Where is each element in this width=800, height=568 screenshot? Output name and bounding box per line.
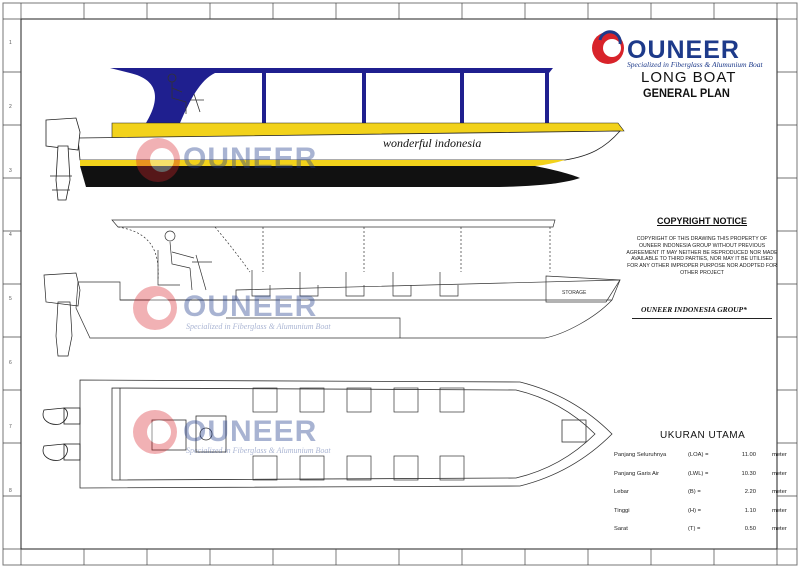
dimension-row: Tinggi (H) = 1.10 meter <box>614 508 787 527</box>
dim-abbr: (LOA) = <box>688 452 709 458</box>
gold-stripe <box>80 160 565 166</box>
brand-tagline: Specialized in Fiberglass & Alumunium Bo… <box>627 60 763 69</box>
copyright-org: OUNEER INDONESIA GROUP* <box>641 305 747 314</box>
brand-name: OUNEER <box>627 36 740 64</box>
outboard-motor <box>45 117 81 201</box>
section-roof <box>111 219 556 228</box>
section-outboard <box>43 272 81 357</box>
watermark-1-name: OUNEER <box>183 142 318 175</box>
drawing-title: LONG BOAT <box>641 69 737 86</box>
dim-name: Sarat <box>614 526 628 532</box>
border-mark: 3 <box>9 168 12 174</box>
border-mark: 6 <box>9 360 12 366</box>
plan-view <box>42 379 613 489</box>
dim-name: Panjang Seluruhnya <box>614 452 667 458</box>
helmsman-figure <box>167 73 204 114</box>
watermark-3-tagline: Specialized in Fiberglass & Alumunium Bo… <box>186 446 331 455</box>
section-seats <box>251 270 459 297</box>
dimension-row: Lebar (B) = 2.20 meter <box>614 489 787 508</box>
dim-name: Tinggi <box>614 507 630 514</box>
plan-hull-inner <box>111 387 596 481</box>
dim-name: Panjang Garis Air <box>614 470 660 477</box>
watermark-3-name: OUNEER <box>183 415 318 448</box>
profile-view <box>45 68 625 201</box>
topside-white <box>77 130 621 161</box>
plan-outboards <box>42 407 81 461</box>
section-helmsman <box>157 230 212 291</box>
roof-posts <box>262 73 549 123</box>
storage-label: STORAGE <box>562 290 587 296</box>
dim-unit: meter <box>772 526 787 532</box>
border-mark: 1 <box>9 40 12 46</box>
dim-abbr: (H) = <box>688 507 702 514</box>
dim-abbr: (B) = <box>688 489 701 495</box>
dimension-row: Panjang Garis Air (LWL) = 10.30 meter <box>614 471 787 490</box>
plan-helm-console <box>151 415 227 453</box>
watermark-logos <box>133 138 180 454</box>
dim-value: 0.50 <box>744 526 756 532</box>
watermark-2-tagline: Specialized in Fiberglass & Alumunium Bo… <box>186 322 331 331</box>
dim-value: 11.00 <box>741 452 756 458</box>
sheer-band-yellow <box>111 122 625 139</box>
border-mark: 7 <box>9 424 12 430</box>
dimensions-heading: UKURAN UTAMA <box>660 430 746 441</box>
watermark-2-name: OUNEER <box>183 290 318 323</box>
ouneer-logo-icon <box>592 30 624 64</box>
dim-name: Lebar <box>614 489 629 495</box>
roof-canopy <box>110 68 553 73</box>
dim-unit: meter <box>772 507 787 514</box>
copyright-divider <box>632 318 772 319</box>
hull-text: wonderful indonesia <box>383 136 482 150</box>
dim-abbr: (LWL) = <box>688 470 709 477</box>
dim-unit: meter <box>772 489 787 495</box>
dim-abbr: (T) = <box>688 526 701 532</box>
dim-value: 1.10 <box>744 507 756 514</box>
dimensions-table: Panjang Seluruhnya (LOA) = 11.00 meter P… <box>614 452 787 545</box>
copyright-heading: COPYRIGHT NOTICE <box>657 216 748 226</box>
hull-bottom-black <box>80 166 580 187</box>
section-windscreen <box>117 226 251 281</box>
dim-value: 2.20 <box>744 489 756 495</box>
section-view <box>43 219 621 357</box>
border-mark: 4 <box>9 232 12 238</box>
plan-hull-outline <box>79 379 613 489</box>
section-bow-storage <box>545 275 621 303</box>
border-mark: 8 <box>9 488 12 494</box>
border-mark: 2 <box>9 104 12 110</box>
dim-unit: meter <box>772 470 787 477</box>
dimension-row: Sarat (T) = 0.50 meter <box>614 526 787 545</box>
plan-seats <box>252 387 465 481</box>
plan-hatch <box>561 419 587 443</box>
border-mark: 5 <box>9 296 12 302</box>
dim-unit: meter <box>772 452 787 458</box>
copyright-body: COPYRIGHT OF THIS DRAWING THIS PROPERTY … <box>626 236 778 276</box>
dim-value: 10.30 <box>741 470 756 477</box>
drawing-subtitle: GENERAL PLAN <box>643 86 730 100</box>
frame-ticks <box>3 3 797 565</box>
dimension-row: Panjang Seluruhnya (LOA) = 11.00 meter <box>614 452 787 471</box>
